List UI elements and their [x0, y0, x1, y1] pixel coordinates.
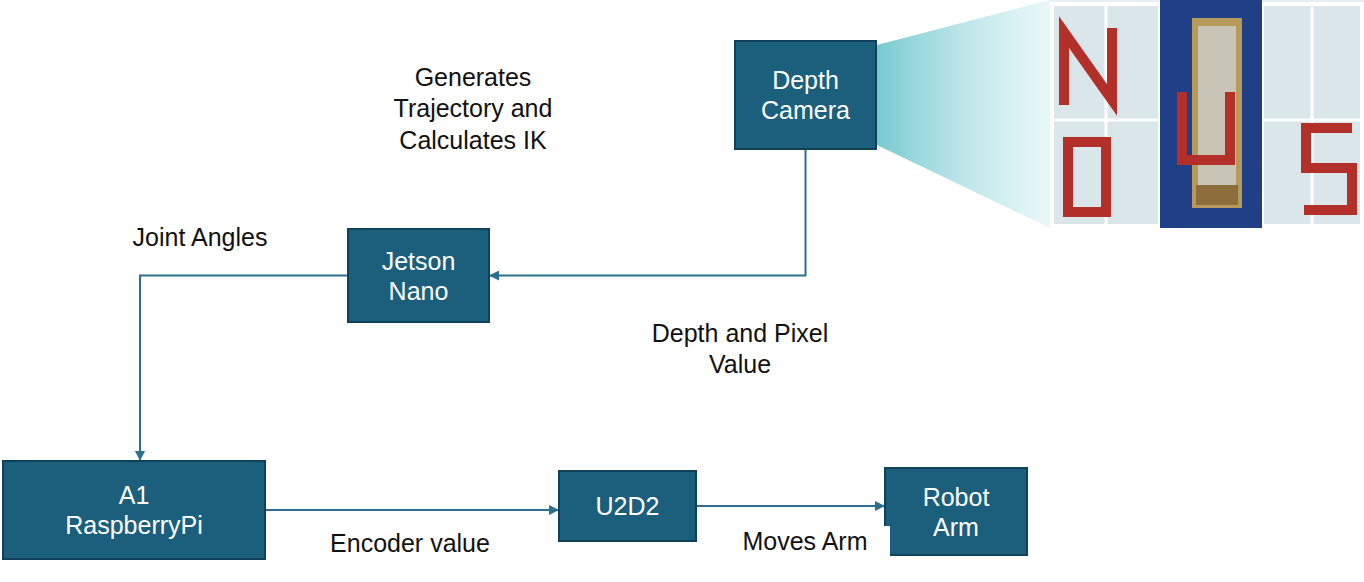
process-box: A1 RaspberryPi: [2, 460, 266, 560]
edge-label: Joint Angles: [105, 222, 295, 253]
flow-arrow: [140, 276, 347, 461]
flow-arrow: [490, 150, 806, 276]
edge-label: Moves Arm: [720, 526, 890, 557]
edge-label: Encoder value: [290, 528, 530, 559]
edge-label: Depth and Pixel Value: [640, 318, 840, 381]
box-label: Robot Arm: [906, 482, 1006, 542]
flow-arrow: [697, 505, 884, 507]
process-box: U2D2: [558, 470, 697, 542]
process-box: Depth Camera: [734, 40, 877, 150]
process-box: Robot Arm: [884, 467, 1028, 556]
scene-photo: [1050, 0, 1364, 228]
note-label: Generates Trajectory and Calculates IK: [368, 62, 578, 156]
box-label: Jetson Nano: [364, 246, 474, 306]
box-label: Depth Camera: [750, 65, 862, 125]
box-label: U2D2: [596, 491, 660, 521]
process-box: Jetson Nano: [347, 228, 490, 323]
camera-beam: [877, 0, 1050, 228]
flow-arrow: [266, 509, 558, 511]
box-label: A1 RaspberryPi: [59, 480, 209, 540]
